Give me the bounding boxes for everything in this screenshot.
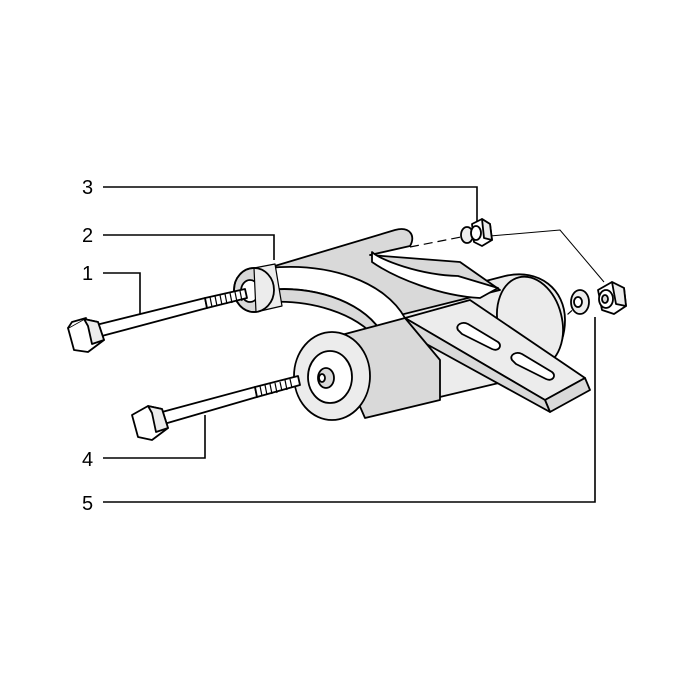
bolt-4 (131, 375, 301, 441)
washer-5 (570, 289, 590, 315)
leader-line-3 (103, 186, 478, 222)
axis-dashed-line-upper (409, 235, 467, 248)
leader-line-3-to-nut-right (489, 229, 605, 283)
callout-3: 3 (82, 177, 93, 199)
nut-3 (460, 218, 493, 247)
leader-lines (103, 186, 605, 503)
callout-labels: 3 2 1 4 5 (82, 177, 93, 515)
silentblock-front (293, 317, 441, 421)
nut-5 (597, 281, 627, 315)
leader-line-5 (103, 317, 596, 503)
leader-line-4 (103, 415, 206, 459)
callout-4: 4 (82, 449, 93, 471)
leader-line-2 (103, 234, 275, 260)
callout-2: 2 (82, 225, 93, 247)
callout-1: 1 (82, 263, 93, 285)
callout-5: 5 (82, 493, 93, 515)
mounting-bracket (233, 228, 591, 413)
bolt-1 (67, 288, 248, 353)
leader-line-1 (103, 272, 141, 315)
